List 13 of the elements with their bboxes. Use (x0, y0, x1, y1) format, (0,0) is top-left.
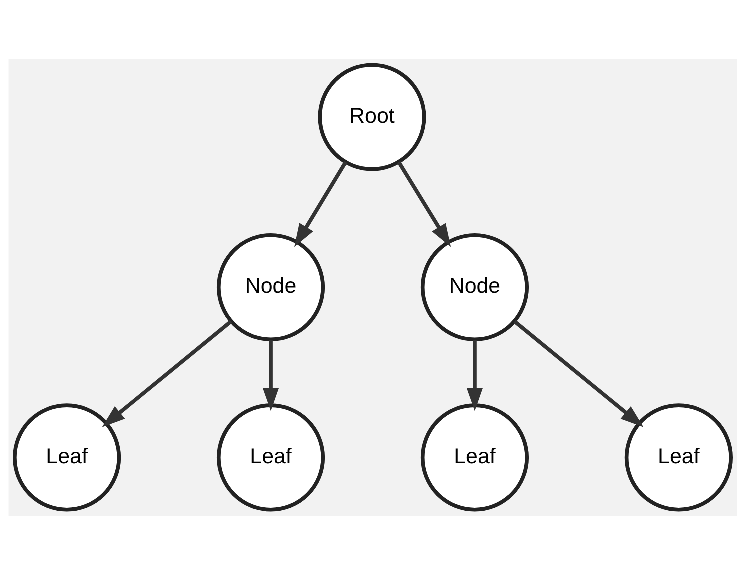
node-circle: Root (318, 62, 426, 171)
node-circle: Leaf (13, 403, 122, 512)
arrow (514, 320, 644, 427)
arrow (466, 340, 484, 411)
arrow (294, 160, 348, 247)
node-circle: Leaf (216, 403, 326, 512)
arrow (397, 160, 452, 247)
node-circle: Node (420, 232, 530, 342)
node-circle: Leaf (420, 403, 530, 512)
node-circle: Node (216, 232, 326, 342)
node-circle: Leaf (624, 403, 733, 512)
arrow (262, 340, 280, 411)
arrow (102, 320, 232, 427)
